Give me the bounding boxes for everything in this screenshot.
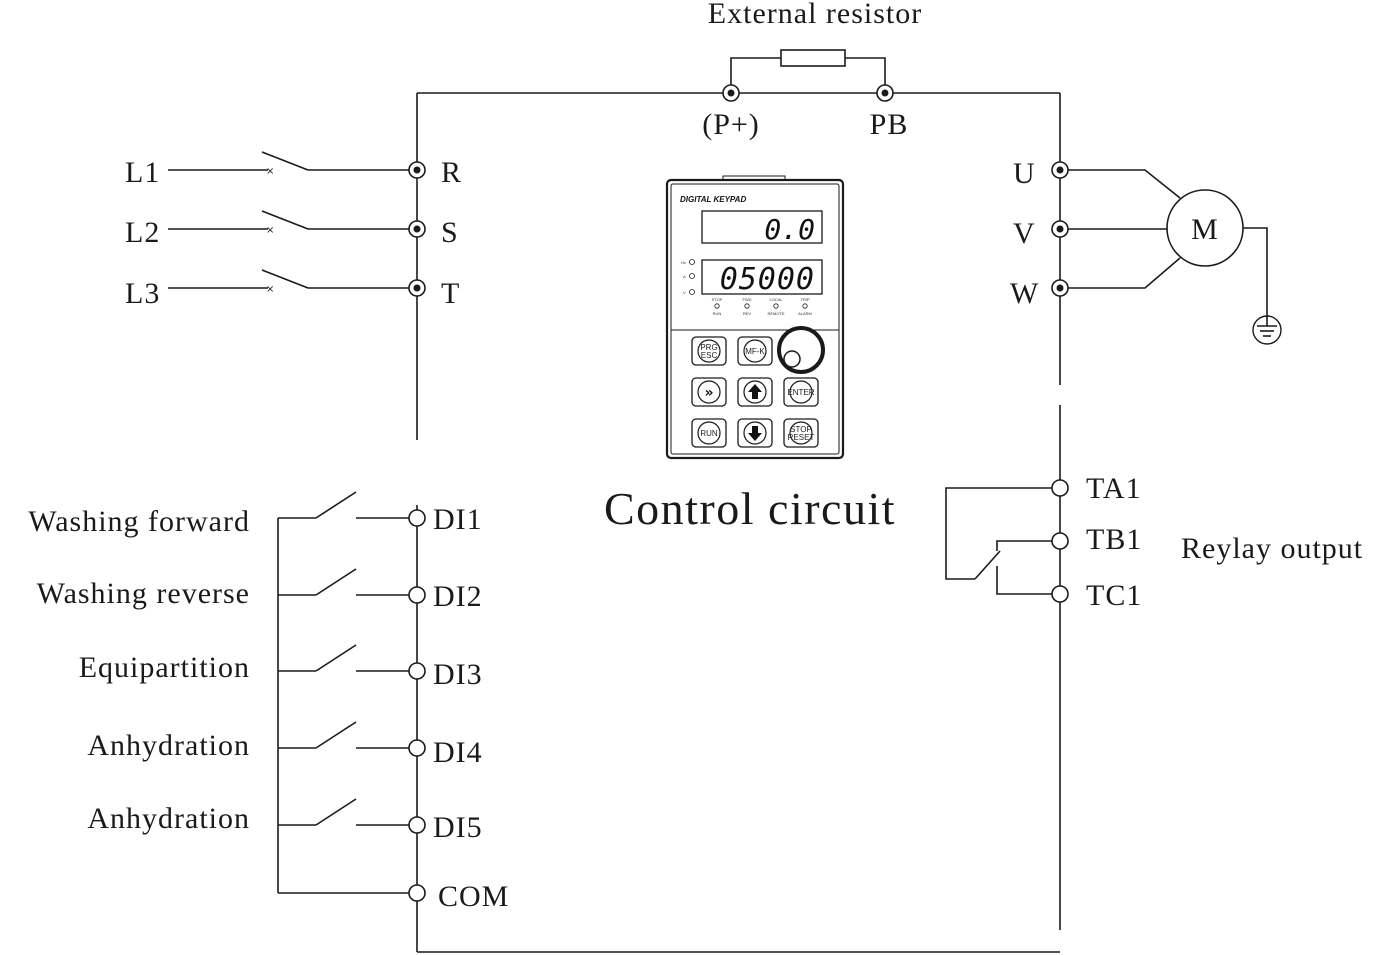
control-circuit-title: Control circuit xyxy=(604,483,896,534)
svg-text:ESC: ESC xyxy=(701,351,718,360)
terminal-label: U xyxy=(1013,157,1036,190)
input-function-label: Anhydration xyxy=(87,802,250,835)
svg-text:×: × xyxy=(266,166,274,177)
svg-text:PRG: PRG xyxy=(700,343,717,352)
svg-text:REMOTE: REMOTE xyxy=(767,311,784,316)
input-function-label: Washing forward xyxy=(28,505,250,538)
enter-key: ENTER xyxy=(783,377,819,407)
svg-text:REV: REV xyxy=(743,311,752,316)
terminal-label: R xyxy=(441,156,462,189)
svg-text:V: V xyxy=(683,290,686,295)
side-indicators: Hz A V xyxy=(681,259,695,295)
relay-output: TA1 TB1 TC1 Reylay output xyxy=(945,472,1363,612)
terminal-label: V xyxy=(1013,217,1036,250)
digital-input-di1: Washing forward DI1 xyxy=(28,491,483,538)
svg-text:TRIP: TRIP xyxy=(800,297,809,302)
terminal-label: TC1 xyxy=(1086,579,1142,612)
svg-text:STOP: STOP xyxy=(790,425,812,434)
display-main-value: 05000 xyxy=(720,262,815,297)
pb-label: PB xyxy=(870,108,909,141)
input-l2: L2 × S xyxy=(125,210,459,249)
line-label: L2 xyxy=(125,216,160,249)
line-label: L3 xyxy=(125,277,160,310)
arrow-up-icon xyxy=(748,384,762,399)
input-function-label: Equipartition xyxy=(79,651,250,684)
svg-text:ENTER: ENTER xyxy=(787,388,814,397)
mfk-key: MF-K xyxy=(737,336,773,366)
p-plus-label: (P+) xyxy=(702,108,760,141)
svg-text:LOCAL: LOCAL xyxy=(769,297,783,302)
svg-text:STOP: STOP xyxy=(712,297,723,302)
digital-input-di4: Anhydration DI4 xyxy=(87,721,483,769)
line-label: L1 xyxy=(125,156,160,189)
svg-text:RUN: RUN xyxy=(713,311,722,316)
svg-text:MF-K: MF-K xyxy=(745,347,765,356)
svg-text:Hz: Hz xyxy=(681,260,686,265)
terminal-label: T xyxy=(441,277,460,310)
input-l1: L1 × R xyxy=(125,151,462,189)
svg-text:RESET: RESET xyxy=(788,433,815,442)
input-function-label: Anhydration xyxy=(87,729,250,762)
terminal-label: COM xyxy=(438,880,509,913)
terminal-label: TA1 xyxy=(1086,472,1142,505)
terminal-label: S xyxy=(441,216,459,249)
double-chevron-icon: » xyxy=(704,385,713,401)
terminal-label: DI3 xyxy=(433,658,483,691)
digital-inputs: Washing forward DI1 Washing reverse DI2 … xyxy=(28,491,509,913)
terminal-label: DI5 xyxy=(433,811,483,844)
resistor-label: External resistor xyxy=(708,0,922,30)
svg-text:RUN: RUN xyxy=(700,429,718,438)
terminal-label: DI1 xyxy=(433,503,483,536)
svg-text:A: A xyxy=(683,274,686,279)
display-top xyxy=(701,210,823,244)
arrow-down-icon xyxy=(748,426,762,441)
motor-label: M xyxy=(1191,213,1219,246)
com-terminal: COM xyxy=(408,880,509,913)
relay-output-label: Reylay output xyxy=(1181,532,1363,565)
terminal-label: W xyxy=(1010,277,1039,310)
svg-text:FWD: FWD xyxy=(742,297,751,302)
down-key xyxy=(737,418,773,448)
digital-input-di3: Equipartition DI3 xyxy=(79,644,483,691)
svg-text:×: × xyxy=(266,284,274,295)
motor-outputs: U V W M xyxy=(1010,157,1282,345)
input-function-label: Washing reverse xyxy=(37,577,250,610)
shift-key: » xyxy=(691,377,727,407)
status-leds: STOP FWD LOCAL TRIP RUN REV REMOTE ALARM xyxy=(712,297,812,316)
prg-esc-key: PRG ESC xyxy=(691,336,727,366)
display-main xyxy=(701,259,823,295)
svg-text:ALARM: ALARM xyxy=(798,311,812,316)
run-key: RUN xyxy=(691,418,727,448)
digital-input-di2: Washing reverse DI2 xyxy=(37,568,483,613)
up-key xyxy=(737,377,773,407)
svg-text:×: × xyxy=(266,225,274,236)
terminal-label: DI2 xyxy=(433,580,483,613)
stop-reset-key: STOP RESET xyxy=(783,418,819,448)
input-l3: L3 × T xyxy=(125,269,460,310)
display-top-value: 0.0 xyxy=(764,213,815,246)
external-resistor: External resistor (P+) PB xyxy=(702,0,922,141)
power-inputs: L1 × R L2 × S L3 × T xyxy=(125,151,462,310)
terminal-label: DI4 xyxy=(433,736,483,769)
keypad-brand: DIGITAL KEYPAD xyxy=(680,195,746,204)
resistor-symbol xyxy=(780,49,846,67)
digital-keypad: DIGITAL KEYPAD 0.0 05000 Hz A V STOP FWD… xyxy=(665,175,845,460)
dial-knob-icon xyxy=(777,326,825,374)
digital-input-di5: Anhydration DI5 xyxy=(87,798,483,844)
terminal-label: TB1 xyxy=(1086,523,1142,556)
